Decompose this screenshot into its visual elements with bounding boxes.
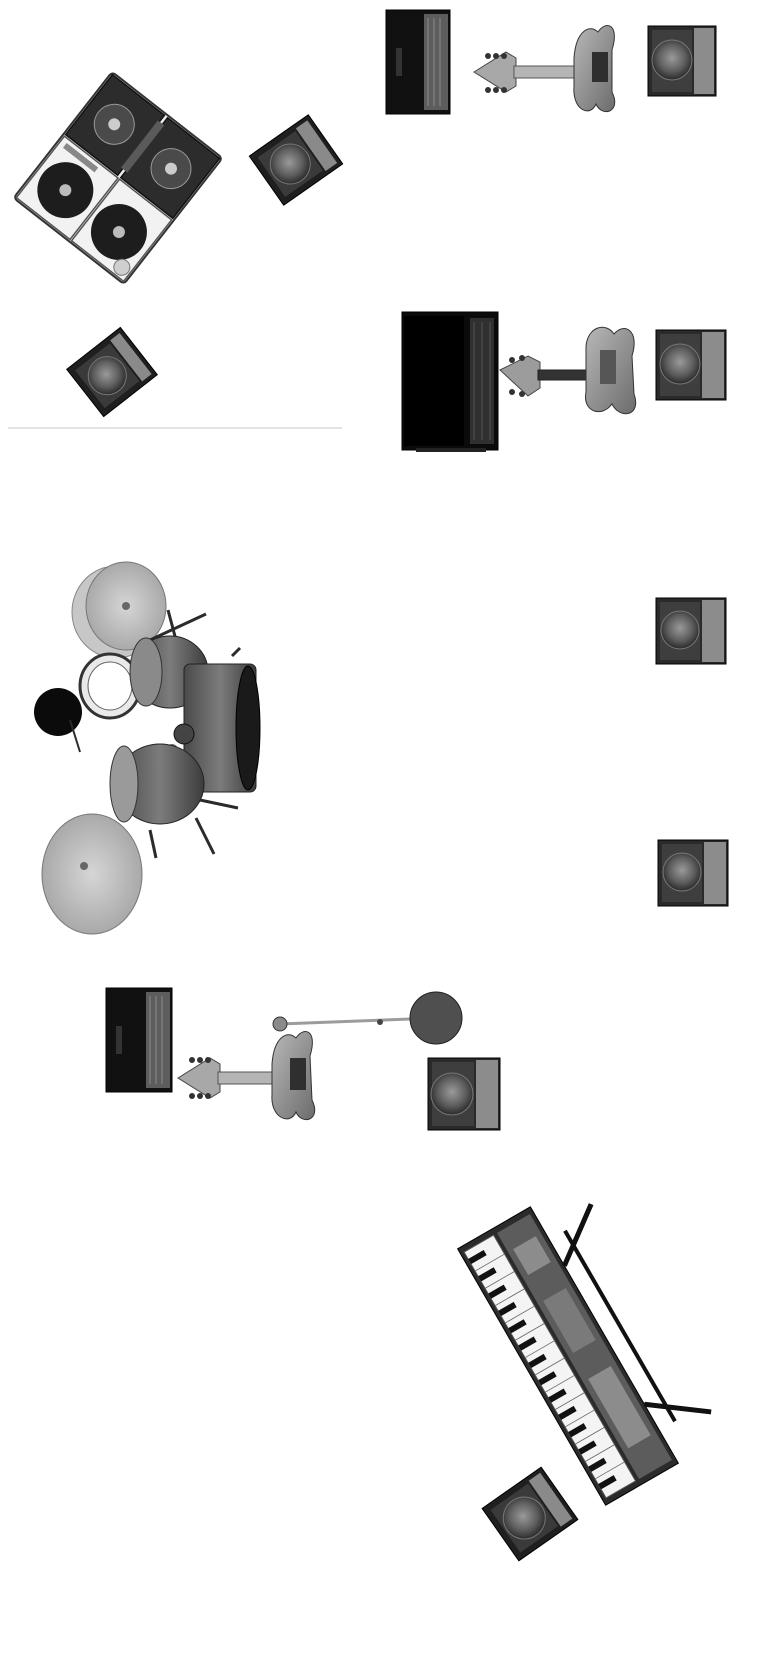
guitar-1 <box>474 26 615 112</box>
monitor-dj-2 <box>67 327 158 416</box>
bass-amp <box>402 312 498 452</box>
monitor-bass <box>656 330 726 400</box>
guitar-amp-1 <box>386 10 450 114</box>
monitor-dj-1 <box>249 115 342 205</box>
guitar-2 <box>178 1032 315 1120</box>
keyboard <box>458 1180 726 1505</box>
monitor-side-1 <box>656 598 726 664</box>
bass-guitar <box>500 327 636 413</box>
guitar-amp-2 <box>106 988 172 1092</box>
monitor-keys <box>482 1467 578 1561</box>
monitor-side-2 <box>658 840 728 906</box>
monitor-vocal <box>428 1058 500 1130</box>
drum-kit <box>34 562 260 934</box>
monitor-guitar-1 <box>648 26 716 96</box>
dj-decks <box>14 72 223 284</box>
